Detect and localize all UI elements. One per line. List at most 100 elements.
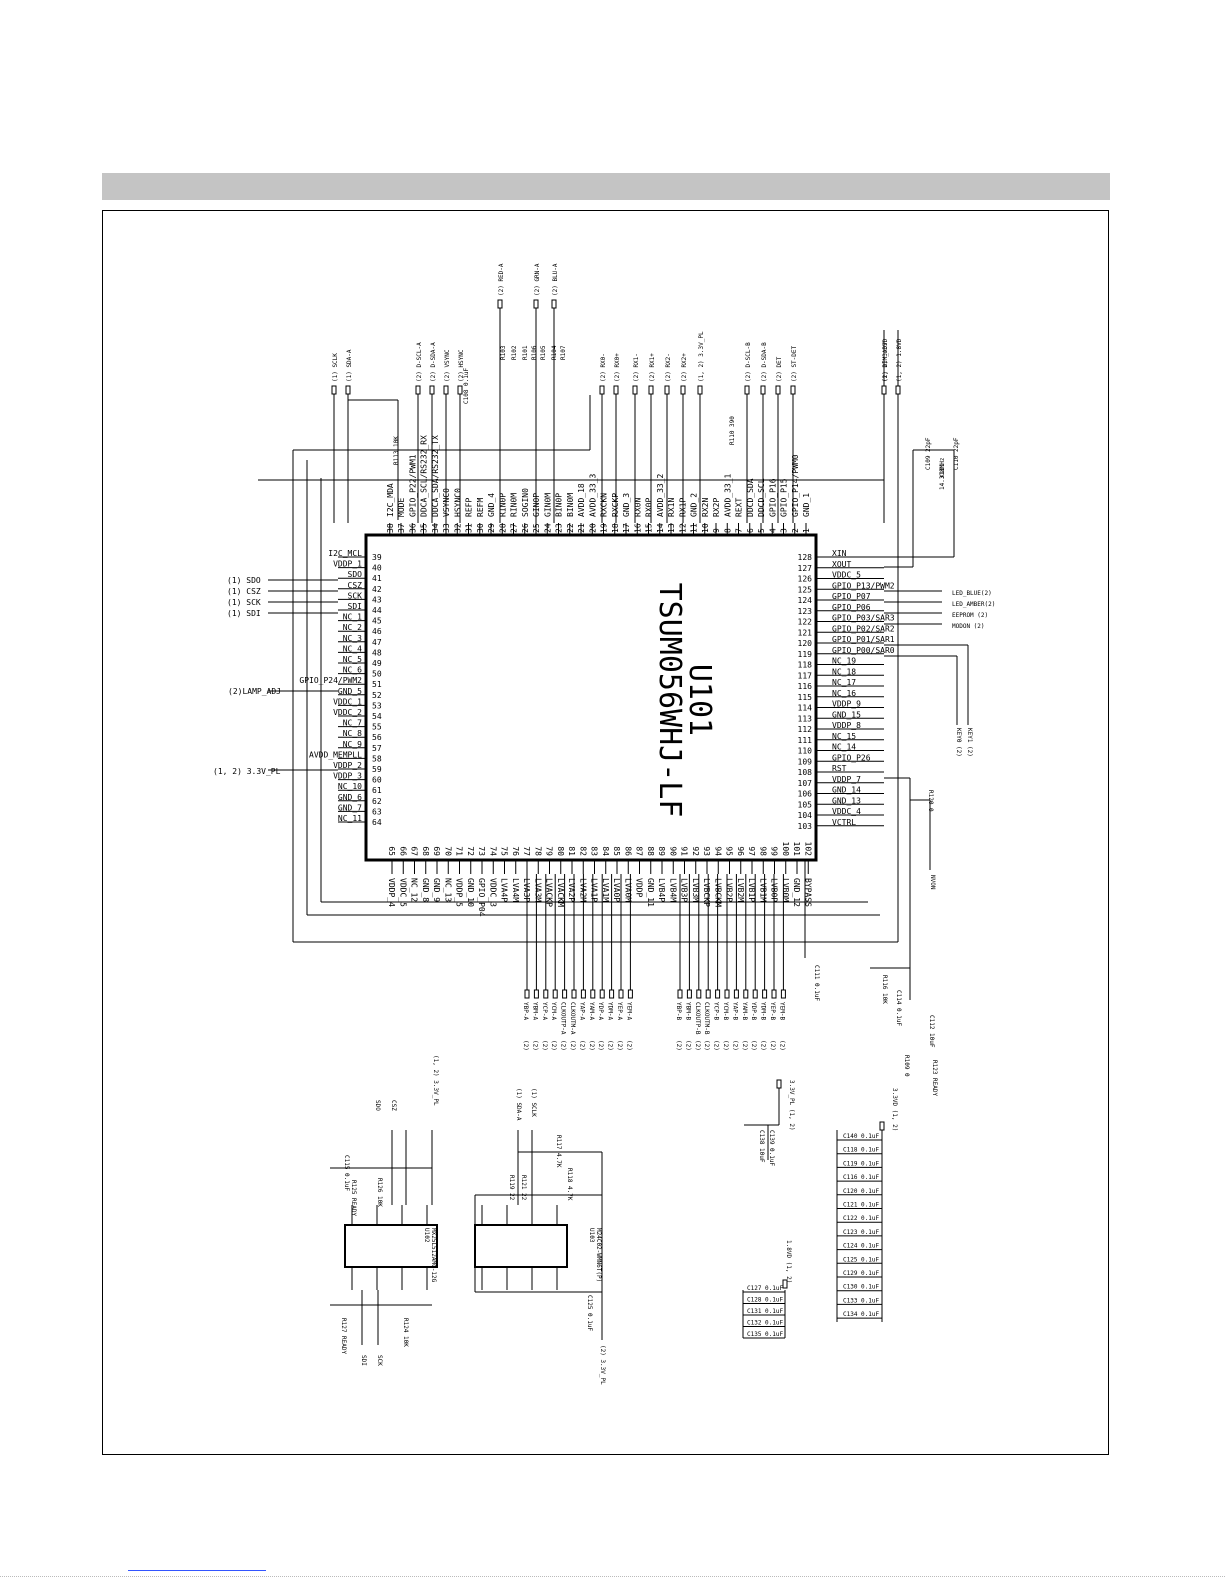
flash-part-3: R124 10K	[402, 1318, 409, 1347]
pin-number-26: 26	[521, 523, 530, 533]
decap-b-4: C135 0.1uF	[747, 1331, 784, 1338]
top-net-label-12: (2) RX1+	[649, 353, 656, 382]
flash-ref: U102	[423, 1228, 430, 1243]
net-connector-9	[599, 385, 605, 395]
pin-number-93: 93	[702, 846, 711, 856]
rail-c-connector	[776, 1079, 782, 1089]
pin-number-108: 108	[798, 768, 813, 777]
bottom-net-label-19: YAM-B	[741, 1002, 748, 1020]
top-net-label-8: (2) BLU-A	[552, 263, 559, 296]
bottom-part-0: C111 0.1uF	[813, 965, 820, 1002]
eeprom-part-2: R119 22	[508, 1175, 515, 1201]
bottom-net-connector-0	[524, 989, 530, 999]
pin-name-32: HSYNC0	[453, 488, 462, 517]
top-net-label-11: (2) RX1-	[633, 353, 640, 382]
bottom-net-connector-6	[580, 989, 586, 999]
pin-number-54: 54	[372, 712, 382, 721]
pin-number-85: 85	[612, 846, 621, 856]
footer-link-underline[interactable]	[128, 1570, 266, 1571]
pin-name-126: VDDC_5	[832, 571, 861, 580]
pin-number-113: 113	[798, 714, 813, 723]
pin-number-57: 57	[372, 744, 382, 753]
pin-number-41: 41	[372, 574, 382, 583]
pin-number-19: 19	[600, 523, 609, 533]
pin-number-63: 63	[372, 807, 382, 816]
pin-name-21: AVDD_18	[577, 483, 586, 517]
pin-name-69: GND_9	[432, 878, 441, 902]
bottom-part-2: C114 0.1uF	[895, 990, 902, 1027]
pin-number-38: 38	[386, 523, 395, 533]
bottom-net-label-18: YAP-B	[731, 1002, 738, 1020]
pin-number-119: 119	[798, 650, 813, 659]
pin-name-107: VDDP_7	[832, 775, 861, 784]
pin-name-105: GND_13	[832, 796, 861, 805]
bottom-net-label-2: YCP-A	[541, 1002, 548, 1020]
top-net-label-21: (1, 2) 1.8VD	[896, 338, 903, 382]
pin-number-13: 13	[667, 523, 676, 533]
bottom-net-label-0: YBP-A	[522, 1002, 529, 1020]
pin-name-6: DDCD_SDA	[746, 478, 755, 517]
bottom-net-connector-13	[686, 989, 692, 999]
pin-number-96: 96	[736, 846, 745, 856]
pin-number-99: 99	[770, 846, 779, 856]
pin-number-20: 20	[588, 523, 597, 533]
pin-number-5: 5	[757, 528, 766, 533]
net-connector-11	[632, 385, 638, 395]
pin-number-67: 67	[410, 846, 419, 856]
pin-number-45: 45	[372, 617, 382, 626]
net-connector-10	[613, 385, 619, 395]
net-connector-22	[881, 385, 887, 395]
pin-name-30: REFM	[476, 498, 485, 517]
pin-name-104: VDDC_4	[832, 807, 861, 816]
bottom-net-connector-10	[618, 989, 624, 999]
bottom-part-4: R109 0	[903, 1055, 910, 1077]
bottom-net-tag-4: (2)	[560, 1040, 567, 1051]
pin-name-38: I2C_MDA	[386, 483, 395, 517]
flash-part-4: R127 READY	[340, 1318, 347, 1355]
bottom-net-connector-2	[543, 989, 549, 999]
pin-name-95: LVB2P	[725, 878, 734, 902]
pin-number-21: 21	[577, 523, 586, 533]
pin-number-46: 46	[372, 627, 382, 636]
bottom-net-connector-1	[533, 989, 539, 999]
pin-name-65: VDDP_4	[387, 878, 396, 907]
eeprom-part-1: R118 4.7K	[566, 1168, 573, 1201]
pin-number-97: 97	[747, 846, 756, 856]
flash-net-4: SCK	[376, 1355, 383, 1366]
pin-name-90: LVB4M	[668, 878, 677, 902]
pin-name-8: AVDD_33_1	[723, 473, 732, 517]
pin-number-86: 86	[623, 846, 632, 856]
decap-a-6: C122 0.1uF	[843, 1215, 880, 1222]
top-pin-group: 1GND_12GPIO_P14/PWM03GPIO_P154GPIO_P165D…	[386, 435, 811, 535]
pin-name-4: GPIO_P16	[768, 478, 777, 517]
pin-name-43: SCK	[348, 591, 363, 600]
pin-number-50: 50	[372, 670, 382, 679]
bottom-net-label-13: YBM-B	[684, 1002, 691, 1020]
pin-name-76: LVA4M	[511, 878, 520, 902]
pin-number-116: 116	[798, 682, 813, 691]
pin-number-69: 69	[432, 846, 441, 856]
top-net-label-18: (2) DET	[776, 356, 783, 382]
bottom-net-connector-9	[609, 989, 615, 999]
pin-number-82: 82	[578, 846, 587, 856]
pin-name-74: VDDC_3	[488, 878, 497, 907]
decap-a-9: C125 0.1uF	[843, 1256, 880, 1263]
pin-name-2: GPIO_P14/PWM0	[791, 454, 800, 517]
pin-number-88: 88	[646, 846, 655, 856]
bottom-part-5: R123 READY	[931, 1060, 938, 1097]
bottom-net-label-6: YAP-A	[578, 1002, 585, 1020]
pin-number-7: 7	[735, 528, 744, 533]
pin-name-81: LVA2P	[567, 878, 576, 902]
pin-number-61: 61	[372, 786, 382, 795]
pin-number-124: 124	[798, 596, 813, 605]
pin-name-102: BYPASS	[803, 878, 812, 907]
pin-number-68: 68	[421, 846, 430, 856]
pin-number-78: 78	[533, 846, 542, 856]
net-label-nvon: NVON	[929, 875, 936, 890]
pin-name-116: NC_17	[832, 678, 856, 687]
pin-number-92: 92	[691, 846, 700, 856]
pin-name-22: BIN0M	[566, 493, 575, 517]
bottom-net-connector-3	[552, 989, 558, 999]
pin-number-126: 126	[798, 575, 813, 584]
